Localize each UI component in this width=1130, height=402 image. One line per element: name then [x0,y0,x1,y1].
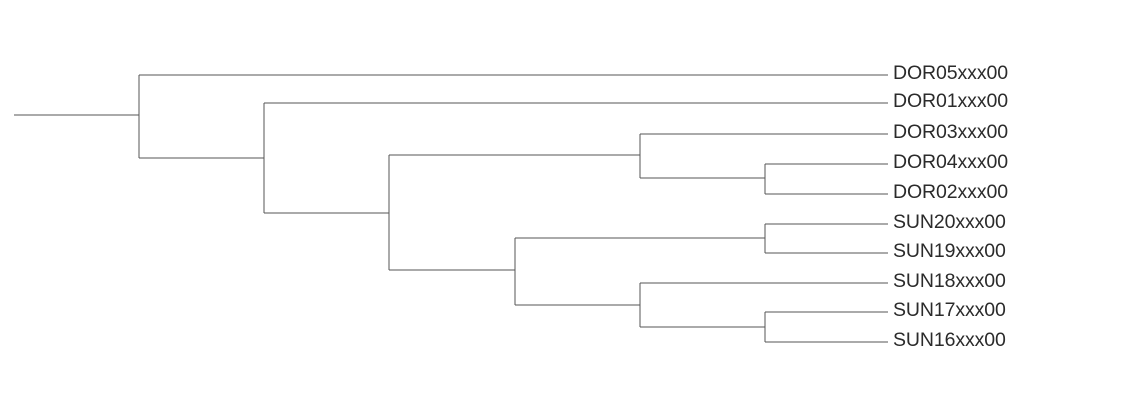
taxon-label-sun16xxx00: SUN16xxx00 [893,329,1006,352]
taxon-label-sun18xxx00: SUN18xxx00 [893,270,1006,293]
taxon-label-dor03xxx00: DOR03xxx00 [893,121,1008,144]
taxon-label-sun20xxx00: SUN20xxx00 [893,211,1006,234]
taxon-label-dor04xxx00: DOR04xxx00 [893,151,1008,174]
taxon-label-sun17xxx00: SUN17xxx00 [893,299,1006,322]
taxon-label-dor05xxx00: DOR05xxx00 [893,62,1008,85]
leaf-branches [139,74,888,343]
taxon-label-dor01xxx00: DOR01xxx00 [893,90,1008,113]
taxon-label-dor02xxx00: DOR02xxx00 [893,181,1008,204]
taxon-label-sun19xxx00: SUN19xxx00 [893,240,1006,263]
internal-node-branches [138,75,766,342]
